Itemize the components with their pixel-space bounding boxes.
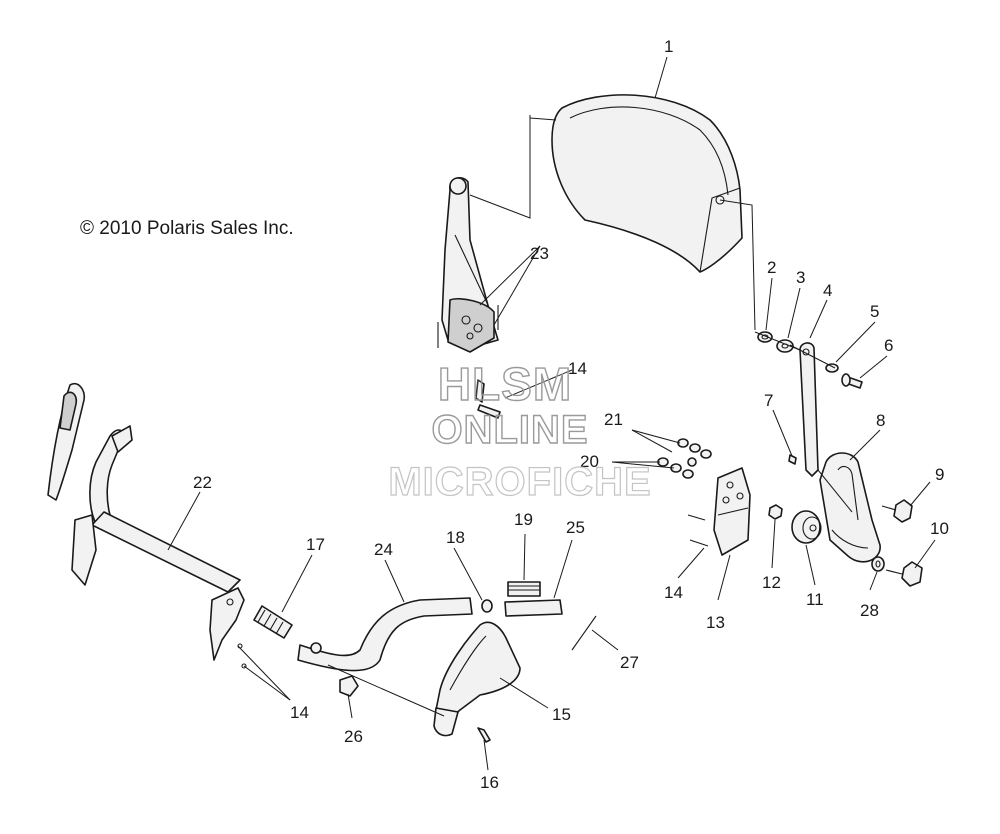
clip-26	[339, 675, 359, 697]
callout-12: 12	[762, 573, 781, 592]
callout-28: 28	[860, 601, 879, 620]
bolt-6	[841, 373, 863, 389]
callout-22: 22	[193, 473, 212, 492]
callout-leaders	[167, 56, 936, 771]
callout-6: 6	[884, 336, 893, 355]
callout-1: 1	[664, 37, 673, 56]
knob-9	[881, 499, 913, 523]
callout-26: 26	[344, 727, 363, 746]
roller-11	[791, 510, 822, 544]
callout-20: 20	[580, 452, 599, 471]
nut-12	[768, 504, 783, 520]
callout-4: 4	[823, 281, 832, 300]
arm-4	[799, 342, 819, 477]
callout-3: 3	[796, 268, 805, 287]
fasteners-20-21	[657, 438, 712, 479]
callout-16: 16	[480, 773, 499, 792]
callout-labels: 1 2 3 4 5 6 7 8 9 10 11 12 13 14 14 14 1…	[193, 37, 949, 792]
callout-14a: 14	[664, 583, 683, 602]
callout-21: 21	[604, 410, 623, 429]
washer-28	[871, 556, 885, 572]
callout-8: 8	[876, 411, 885, 430]
bent-tube-24	[297, 597, 473, 672]
callout-5: 5	[870, 302, 879, 321]
bushing-18	[481, 599, 493, 613]
callout-25: 25	[566, 518, 585, 537]
callout-11: 11	[806, 590, 824, 609]
watermark-line-2: ONLINE	[431, 407, 589, 452]
sleeve-25	[504, 599, 563, 617]
backrest-bracket	[437, 177, 501, 419]
screw-16	[477, 727, 491, 743]
screws-14-plate	[687, 514, 709, 547]
mount-plate-13	[713, 467, 751, 556]
spring-19	[507, 581, 541, 597]
callout-14c: 14	[290, 703, 309, 722]
grip-17	[253, 605, 293, 639]
callout-27: 27	[620, 653, 639, 672]
callout-10: 10	[930, 519, 949, 538]
callout-23: 23	[530, 244, 549, 263]
washer-5	[825, 363, 839, 373]
watermark-line-1: HLSM	[437, 357, 573, 410]
knob-10	[885, 561, 923, 587]
callout-15: 15	[552, 705, 571, 724]
callout-18: 18	[446, 528, 465, 547]
footrest-pad-15	[433, 621, 521, 737]
pin-27	[571, 615, 597, 651]
watermark-line-3: MICROFICHE	[388, 459, 652, 504]
callout-17: 17	[306, 535, 325, 554]
washer-2	[757, 331, 773, 343]
callout-19: 19	[514, 510, 533, 529]
pin-7	[788, 454, 797, 465]
handle-bar-22	[47, 382, 245, 661]
copyright-notice: © 2010 Polaris Sales Inc.	[80, 218, 294, 239]
callout-9: 9	[935, 465, 944, 484]
callout-13: 13	[706, 613, 725, 632]
backrest-pad	[551, 94, 743, 273]
callout-2: 2	[767, 258, 776, 277]
side-cushion	[819, 452, 881, 563]
callout-7: 7	[764, 391, 773, 410]
callout-24: 24	[374, 540, 393, 559]
callout-14b: 14	[568, 359, 587, 378]
